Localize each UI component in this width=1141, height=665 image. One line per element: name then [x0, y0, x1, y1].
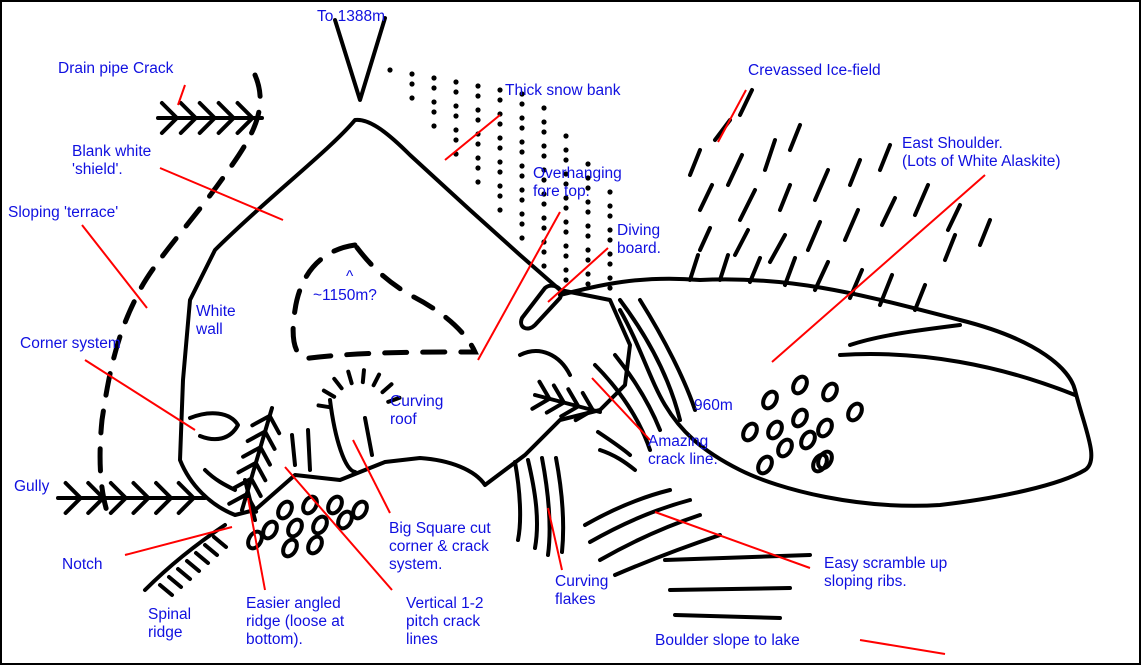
label-easier-angled-ridge: Easier angled ridge (loose at bottom).	[246, 595, 344, 649]
label-sloping-terrace: Sloping 'terrace'	[8, 204, 118, 222]
label-spinal-ridge: Spinal ridge	[148, 606, 191, 642]
boulder	[280, 537, 299, 559]
label-vertical-crack-lines: Vertical 1-2 pitch crack lines	[406, 595, 484, 649]
boulder	[845, 401, 864, 423]
label-white-wall: White wall	[196, 303, 236, 339]
boulder	[798, 429, 817, 451]
label-boulder-slope: Boulder slope to lake	[655, 632, 800, 650]
boulder	[760, 389, 779, 411]
boulder	[790, 407, 809, 429]
boulder	[815, 417, 834, 439]
boulder	[820, 381, 839, 403]
label-elevation-960: 960m	[694, 397, 733, 415]
label-big-square-cut: Big Square cut corner & crack system.	[389, 520, 491, 574]
boulder	[775, 437, 794, 459]
label-corner-system: Corner system	[20, 335, 121, 353]
label-blank-white-shield: Blank white 'shield'.	[72, 143, 151, 179]
label-caret: ^	[346, 268, 353, 286]
label-gully: Gully	[14, 478, 49, 496]
boulder	[740, 421, 759, 443]
label-curving-roof: Curving roof	[390, 393, 443, 429]
boulder	[765, 419, 784, 441]
boulder	[275, 499, 294, 521]
label-notch: Notch	[62, 556, 103, 574]
label-thick-snow-bank: Thick snow bank	[505, 82, 620, 100]
label-to-1388: To 1388m	[317, 8, 385, 26]
label-amazing-crack-line: Amazing crack line.	[648, 433, 718, 469]
label-east-shoulder: East Shoulder. (Lots of White Alaskite)	[902, 135, 1061, 171]
label-drain-pipe-crack: Drain pipe Crack	[58, 60, 173, 78]
label-overhanging-fore-top: Overhanging fore top.	[533, 165, 622, 201]
label-curving-flakes: Curving flakes	[555, 573, 608, 609]
boulder	[285, 517, 304, 539]
label-crevassed-ice-field: Crevassed Ice-field	[748, 62, 881, 80]
label-diving-board: Diving board.	[617, 222, 661, 258]
boulder	[755, 454, 774, 476]
boulder	[305, 534, 324, 556]
label-elevation-1150: ~1150m?	[313, 287, 377, 305]
boulder	[310, 514, 329, 536]
diving-board	[521, 286, 561, 329]
label-easy-scramble: Easy scramble up sloping ribs.	[824, 555, 947, 591]
summit-ridge	[335, 18, 385, 100]
boulder	[790, 374, 809, 396]
